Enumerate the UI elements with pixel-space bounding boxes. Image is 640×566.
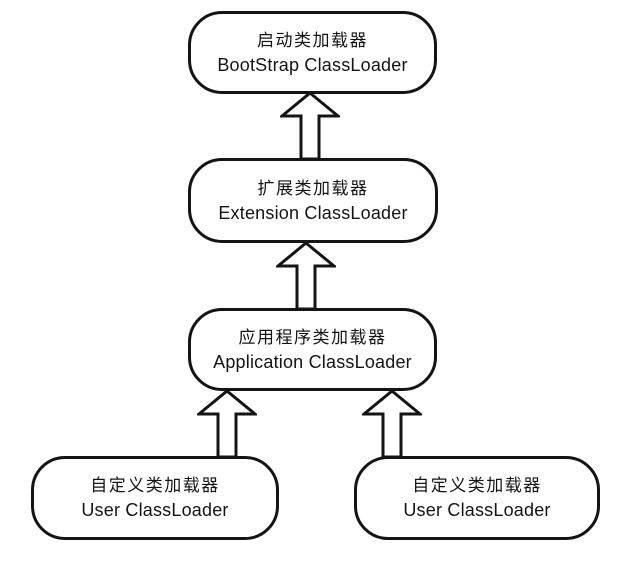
node-label-zh: 启动类加载器	[257, 30, 368, 50]
node-user-classloader-right: 自定义类加载器 User ClassLoader	[354, 456, 600, 540]
node-label-en: BootStrap ClassLoader	[217, 54, 408, 75]
node-label-en: Extension ClassLoader	[218, 202, 408, 223]
node-label-en: Application ClassLoader	[213, 351, 412, 372]
up-arrow-icon	[362, 389, 422, 457]
node-extension-classloader: 扩展类加载器 Extension ClassLoader	[188, 158, 438, 243]
node-label-zh: 自定义类加载器	[90, 476, 220, 495]
up-arrow-icon	[197, 389, 257, 457]
node-label-zh: 扩展类加载器	[257, 178, 369, 198]
node-label-en: User ClassLoader	[403, 500, 551, 520]
up-arrow-icon	[280, 91, 340, 159]
up-arrow-icon	[276, 241, 336, 309]
node-label-zh: 应用程序类加载器	[238, 327, 387, 347]
node-bootstrap-classloader: 启动类加载器 BootStrap ClassLoader	[188, 11, 437, 94]
node-label-zh: 自定义类加载器	[412, 476, 542, 495]
node-label-en: User ClassLoader	[81, 500, 229, 520]
node-user-classloader-left: 自定义类加载器 User ClassLoader	[31, 456, 279, 540]
node-application-classloader: 应用程序类加载器 Application ClassLoader	[188, 308, 437, 391]
